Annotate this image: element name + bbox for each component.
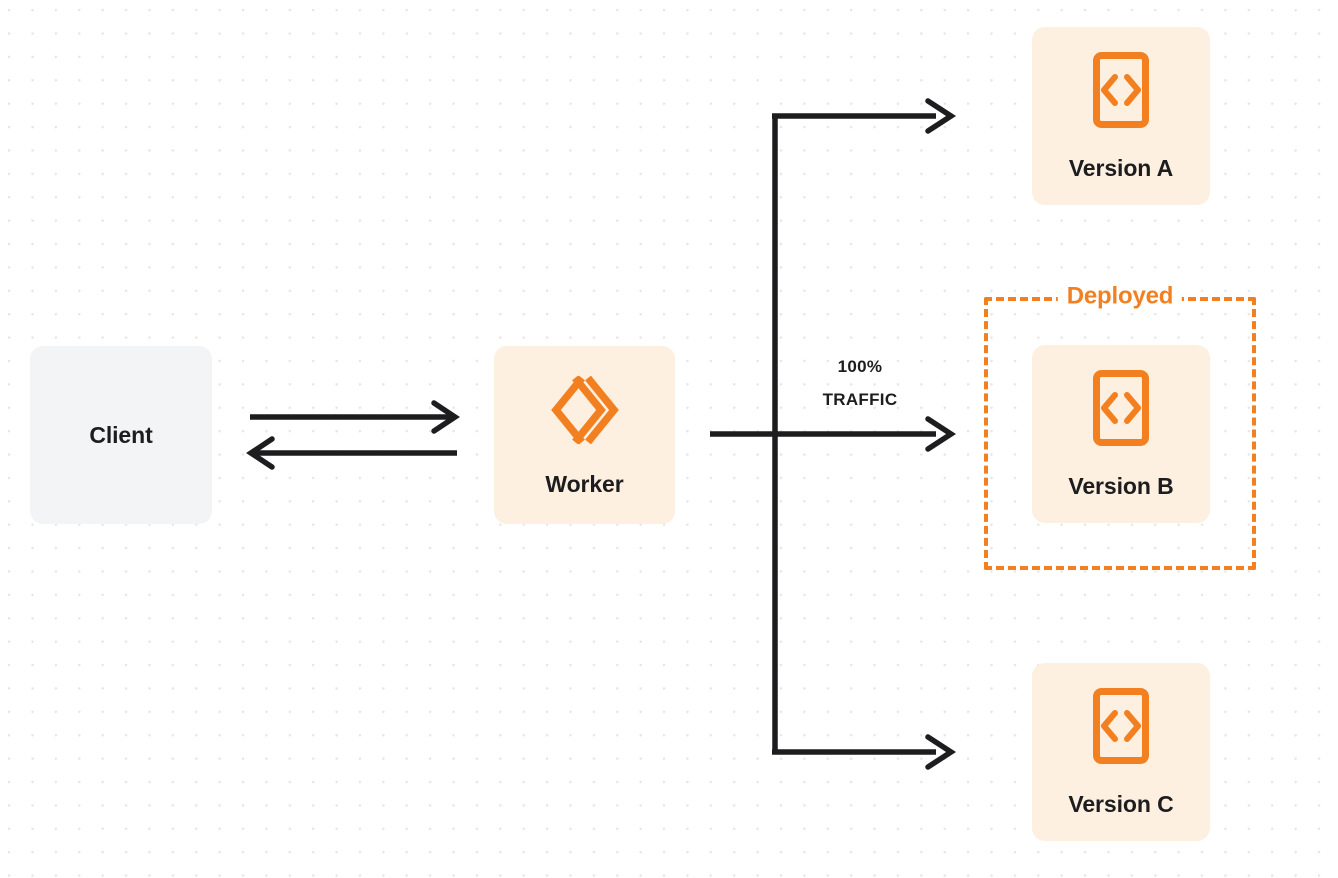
group-deployed-label: Deployed bbox=[1057, 284, 1183, 309]
node-client[interactable]: Client bbox=[30, 346, 212, 524]
node-version-b-label: Version B bbox=[1068, 473, 1174, 499]
node-worker-label: Worker bbox=[545, 471, 624, 497]
connector-client-to-worker-request bbox=[250, 400, 460, 434]
code-brackets-icon bbox=[1091, 368, 1151, 453]
connector-to-version-c bbox=[772, 734, 957, 770]
code-brackets-icon bbox=[1091, 50, 1151, 135]
group-deployed: Deployed bbox=[984, 284, 1256, 570]
traffic-percent-value: 100% bbox=[837, 357, 883, 376]
node-worker[interactable]: Worker bbox=[494, 346, 675, 524]
traffic-percentage-label: 100% TRAFFIC bbox=[790, 350, 930, 416]
code-brackets-icon bbox=[1091, 686, 1151, 771]
connector-to-version-b bbox=[710, 416, 957, 452]
traffic-unit-text: TRAFFIC bbox=[822, 390, 898, 410]
node-version-c[interactable]: Version C bbox=[1032, 663, 1210, 841]
node-version-c-label: Version C bbox=[1068, 791, 1174, 817]
cloudflare-workers-icon bbox=[546, 372, 624, 453]
node-version-a-label: Version A bbox=[1068, 155, 1174, 181]
connector-to-version-a bbox=[772, 98, 957, 134]
node-version-a[interactable]: Version A bbox=[1032, 27, 1210, 205]
connector-worker-to-client-response bbox=[246, 436, 457, 470]
node-client-label: Client bbox=[89, 421, 153, 448]
node-version-b[interactable]: Version B bbox=[1032, 345, 1210, 523]
